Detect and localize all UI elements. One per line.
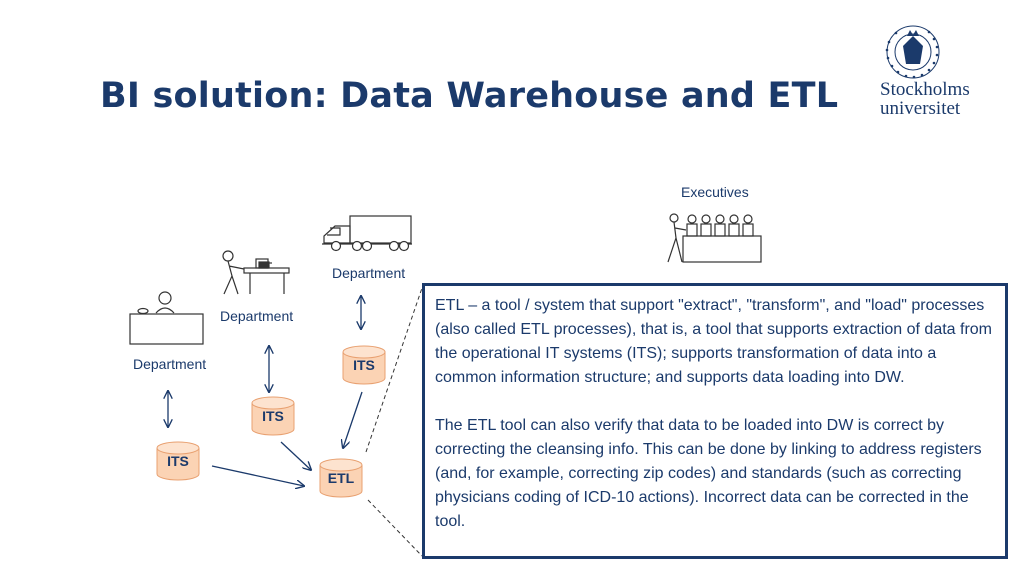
etl-label: ETL — [327, 470, 355, 486]
its-label: ITS — [262, 408, 284, 424]
person-at-desk-icon — [129, 291, 204, 345]
arrow-its-top-etl — [343, 391, 363, 448]
logo-wordmark: Stockholms universitet — [880, 80, 970, 118]
etl-description-paragraph-1: ETL – a tool / system that support "extr… — [435, 297, 993, 386]
label-executives: Executives — [681, 184, 749, 200]
university-seal-icon — [885, 25, 940, 79]
its-cylinder-left: ITS — [155, 441, 201, 481]
label-department-mid: Department — [220, 308, 294, 324]
logo-line-2: universitet — [880, 98, 961, 119]
truck-icon — [322, 215, 412, 252]
cylinder-icon — [319, 458, 363, 498]
logo-line-1: Stockholms — [880, 79, 970, 100]
worker-at-desk-icon — [222, 250, 290, 295]
label-department-left: Department — [133, 356, 207, 372]
cylinder-icon — [156, 441, 200, 481]
its-cylinder-mid: ITS — [250, 396, 296, 436]
etl-description-box: ETL – a tool / system that support "extr… — [422, 283, 1008, 559]
etl-cylinder: ETL — [318, 458, 364, 498]
page-title: BI solution: Data Warehouse and ETL — [100, 76, 839, 116]
cylinder-icon — [251, 396, 295, 436]
callout-line-top — [365, 287, 423, 453]
callout-line-bottom — [367, 499, 423, 557]
its-label: ITS — [167, 453, 189, 469]
arrow-its-mid-etl — [280, 441, 311, 470]
arrow-its-left-etl — [211, 465, 304, 486]
label-department-top: Department — [332, 265, 406, 281]
cylinder-icon — [342, 345, 386, 385]
etl-description-paragraph-2: The ETL tool can also verify that data t… — [435, 417, 982, 530]
its-cylinder-top: ITS — [341, 345, 387, 385]
executives-table-icon — [667, 213, 762, 263]
its-label: ITS — [353, 357, 375, 373]
